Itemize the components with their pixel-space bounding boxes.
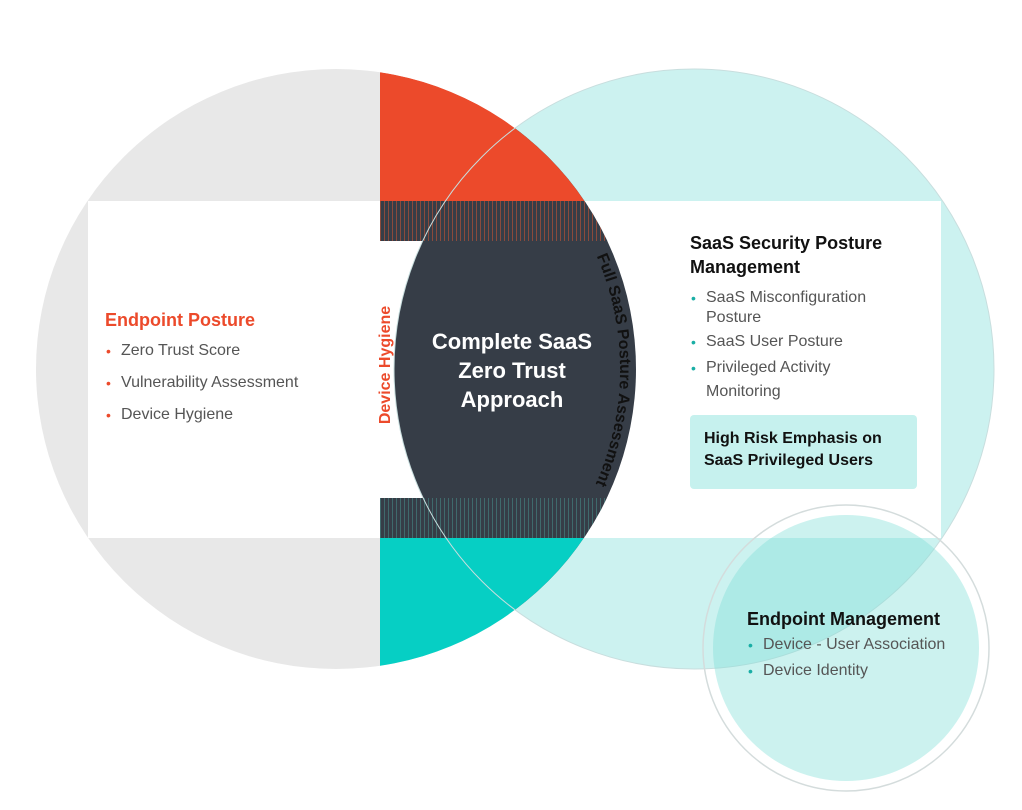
sspm-title: SaaS Security Posture Management bbox=[690, 233, 883, 277]
high-risk-callout: High Risk Emphasis on SaaS Privileged Us… bbox=[690, 415, 917, 489]
list-item: •Device Hygiene bbox=[106, 406, 234, 423]
left-arc-label: Device Hygiene bbox=[377, 306, 394, 424]
list-item: •SaaS Misconfiguration Posture bbox=[691, 289, 867, 326]
endpoint-management-title: Endpoint Management bbox=[747, 609, 940, 629]
item-text: Device Identity bbox=[763, 662, 868, 679]
item-text: Privileged Activity Monitoring bbox=[706, 359, 831, 400]
center-label: Complete SaaS Zero Trust Approach bbox=[402, 327, 622, 414]
item-text: Vulnerability Assessment bbox=[121, 374, 299, 391]
small-circle-ring bbox=[702, 504, 990, 792]
item-text: Zero Trust Score bbox=[121, 342, 241, 359]
center-label-line: Approach bbox=[460, 387, 564, 412]
endpoint-management-section: Endpoint Management •Device - User Assoc… bbox=[747, 607, 997, 681]
list-item: •Vulnerability Assessment bbox=[106, 374, 299, 391]
item-text: SaaS User Posture bbox=[706, 333, 843, 350]
list-item: •Zero Trust Score bbox=[106, 342, 241, 359]
item-text: Device - User Association bbox=[763, 636, 946, 653]
center-label-line: Zero Trust bbox=[458, 358, 566, 383]
endpoint-posture-section: Endpoint Posture •Zero Trust Score •Vuln… bbox=[105, 308, 365, 425]
list-item: •Device Identity bbox=[748, 662, 868, 679]
small-circle bbox=[713, 515, 979, 781]
list-item: •Device - User Association bbox=[748, 636, 946, 653]
endpoint-posture-title: Endpoint Posture bbox=[105, 310, 255, 330]
item-text: SaaS Misconfiguration Posture bbox=[706, 289, 867, 326]
sspm-section: SaaS Security Posture Management •SaaS M… bbox=[690, 231, 920, 404]
item-text: Device Hygiene bbox=[121, 406, 234, 423]
list-item: •Privileged Activity Monitoring bbox=[691, 359, 831, 400]
center-label-line: Complete SaaS bbox=[431, 329, 593, 354]
list-item: •SaaS User Posture bbox=[691, 333, 843, 350]
